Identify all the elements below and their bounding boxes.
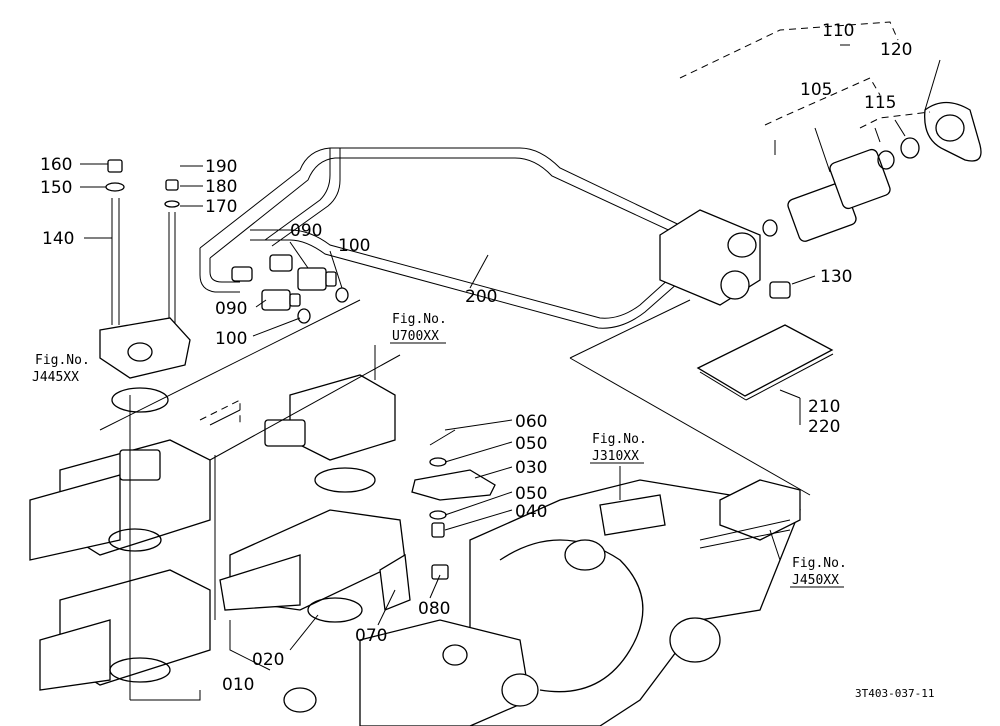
- label-105: 105: [800, 80, 832, 100]
- figref-j310-line2: J310XX: [592, 449, 639, 464]
- label-130: 130: [820, 267, 852, 287]
- figure-refs: Fig.No. J445XX Fig.No. U700XX Fig.No. J3…: [32, 312, 847, 588]
- fitting-upper: [269, 254, 349, 303]
- label-200: 200: [465, 287, 497, 307]
- figref-u700-line1: Fig.No.: [392, 312, 447, 327]
- label-170: 170: [205, 197, 237, 217]
- label-115: 115: [864, 93, 896, 113]
- figref-j445-line2: J445XX: [32, 370, 79, 385]
- label-070: 070: [355, 626, 387, 646]
- lever-assembly: [379, 429, 496, 611]
- leader-lines: [80, 44, 850, 651]
- label-020: 020: [252, 650, 284, 670]
- label-220: 220: [808, 417, 840, 437]
- label-210: 210: [808, 397, 840, 417]
- drawing-code: 3T403-037-11: [855, 687, 934, 700]
- figref-u700-line2: U700XX: [392, 329, 439, 344]
- figref-j450-line1: Fig.No.: [792, 556, 847, 571]
- linkage-j450: [599, 479, 801, 549]
- figref-j445-line1: Fig.No.: [35, 353, 90, 368]
- label-180: 180: [205, 177, 237, 197]
- label-090-upper: 090: [290, 221, 322, 241]
- label-010: 010: [222, 675, 254, 695]
- label-080: 080: [418, 599, 450, 619]
- label-040: 040: [515, 502, 547, 522]
- document-packet: [696, 324, 834, 397]
- part-labels: 110 120 105 115 160 150 140 190 180 170 …: [40, 21, 912, 695]
- label-150: 150: [40, 178, 72, 198]
- stud-140: [105, 159, 125, 325]
- label-120: 120: [880, 40, 912, 60]
- filter-assembly: [659, 101, 982, 306]
- label-100-upper: 100: [338, 236, 370, 256]
- label-050-upper: 050: [515, 434, 547, 454]
- pipe-assembly: [199, 147, 696, 329]
- valve-center: [219, 374, 406, 623]
- label-030: 030: [515, 458, 547, 478]
- label-050-lower: 050: [515, 484, 547, 504]
- stud-170: [164, 179, 180, 335]
- label-060: 060: [515, 412, 547, 432]
- label-160: 160: [40, 155, 72, 175]
- label-090-lower: 090: [215, 299, 247, 319]
- label-140: 140: [42, 229, 74, 249]
- figref-j310-line1: Fig.No.: [592, 432, 647, 447]
- label-100-lower: 100: [215, 329, 247, 349]
- fitting-lower: [231, 266, 311, 324]
- label-110: 110: [822, 21, 854, 41]
- label-190: 190: [205, 157, 237, 177]
- transmission-case: [283, 479, 801, 726]
- bracket-105: [764, 77, 881, 126]
- valve-stack-left: [29, 439, 211, 691]
- figref-j450-line2: J450XX: [792, 573, 839, 588]
- bracket-110: [679, 21, 899, 79]
